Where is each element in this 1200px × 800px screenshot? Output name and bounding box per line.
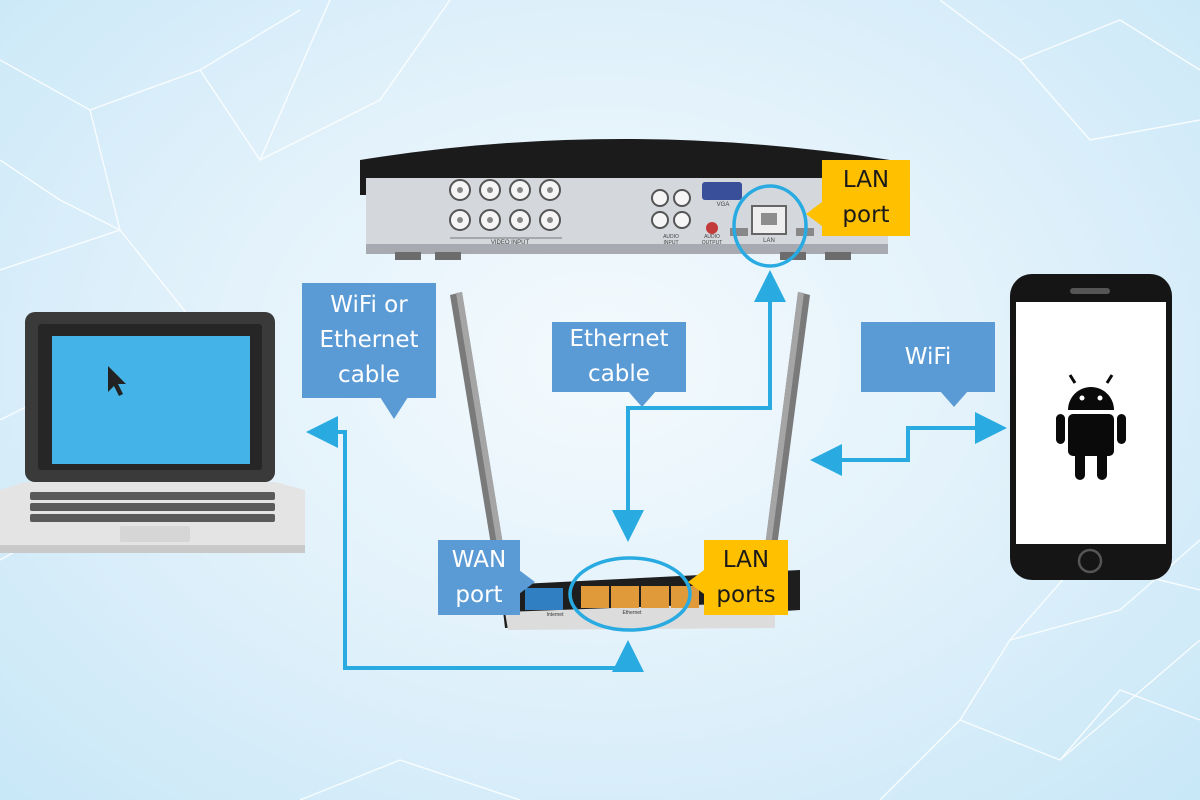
router-lan-highlight [568,556,692,632]
lan-port-callout: LAN port [822,160,910,236]
dvr-audio-input-label: AUDIO INPUT [663,234,679,246]
dvr-lan-label: LAN [763,238,775,244]
phone-wifi-arrow [825,412,1007,462]
callout-tail [628,391,656,407]
dvr-vga-label: VGA [716,202,730,208]
lan-ports-callout: LAN ports [704,540,788,615]
callout-tail [940,391,968,407]
callout-tail [380,397,408,419]
dvr-to-router-arrow [612,290,772,542]
ethernet-cable-callout: Ethernet cable [552,322,686,392]
dvr-lan-highlight [732,184,808,268]
wan-port-callout: WAN port [438,540,520,615]
wifi-callout: WiFi [861,322,995,392]
dvr-audio-output-label: AUDIO OUTPUT [701,234,723,246]
callout-tail [519,570,535,594]
callout-tail [806,202,822,226]
wifi-or-ethernet-callout: WiFi or Ethernet cable [302,283,436,398]
callout-tail [688,570,704,594]
router-internet-label: Internet [546,612,564,618]
dvr-video-input-label: VIDEO INPUT [490,240,530,246]
router-ethernet-label: Ethernet [622,610,642,616]
